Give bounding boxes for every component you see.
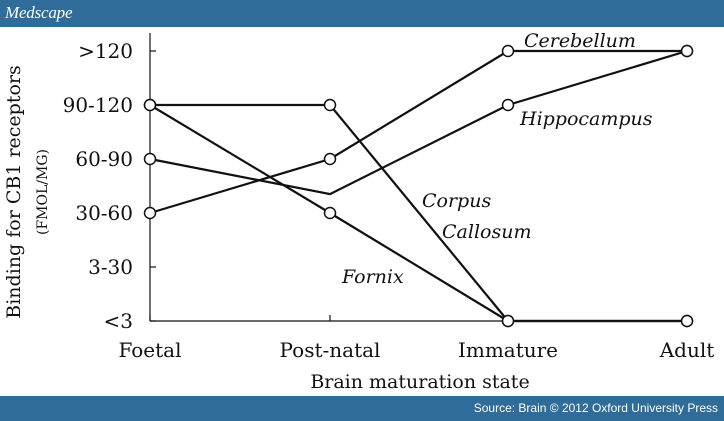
series-line-corpus-callosum: [150, 103, 687, 323]
y-axis-title: Binding for CB1 receptors: [3, 65, 25, 318]
series-label-hippocampus: Hippocampus: [519, 108, 653, 130]
data-point-corpus-callosum: [323, 98, 337, 112]
chart-labels: CerebellumHippocampusCorpusCallosumForni…: [341, 30, 653, 288]
y-axis-units: (FMOL/MG): [35, 149, 51, 235]
data-point-cerebellum: [143, 206, 157, 220]
x-tick-label: Foetal: [118, 338, 181, 362]
x-tick-label: Adult: [659, 338, 715, 362]
data-point-hippocampus: [501, 98, 515, 112]
y-tick-label: 60-90: [75, 147, 133, 171]
x-tick-label: Post-natal: [280, 338, 381, 362]
x-axis-title: Brain maturation state: [310, 371, 529, 393]
data-point-fornix: [143, 98, 157, 112]
series-label-fornix: Fornix: [341, 266, 404, 288]
series-line-fornix: [149, 104, 687, 323]
data-point-cerebellum: [323, 152, 337, 166]
footer-bar: Source: Brain © 2012 Oxford University P…: [0, 396, 724, 421]
chart-series: [149, 49, 688, 323]
y-tick-label: <3: [104, 309, 133, 333]
y-tick-label: 30-60: [75, 201, 133, 225]
data-point-fornix: [501, 314, 515, 328]
data-point-hippocampus: [143, 152, 157, 166]
data-point-fornix: [680, 314, 694, 328]
data-point-hippocampus: [680, 44, 694, 58]
series-label-cerebellum: Cerebellum: [524, 30, 636, 52]
series-line-hippocampus: [149, 49, 688, 196]
series-label-corpus: Corpus: [422, 190, 491, 212]
chart-markers: [143, 44, 694, 328]
y-tick-label: 90-120: [63, 93, 133, 117]
series-label-callosum: Callosum: [442, 221, 531, 243]
header-bar: Medscape: [0, 0, 724, 27]
y-tick-label: >120: [78, 39, 133, 63]
brand-logo: Medscape: [5, 3, 73, 22]
data-point-fornix: [323, 206, 337, 220]
source-credit: Source: Brain © 2012 Oxford University P…: [473, 401, 718, 415]
x-tick-label: Immature: [458, 338, 558, 362]
y-tick-label: 3-30: [88, 255, 133, 279]
series-line-cerebellum: [149, 49, 687, 215]
data-point-cerebellum: [501, 44, 515, 58]
